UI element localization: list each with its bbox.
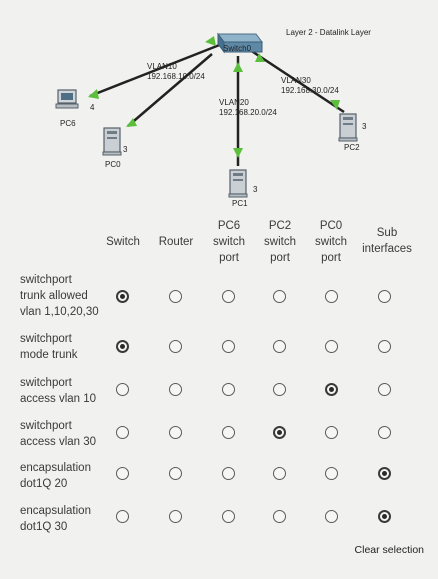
vlan30-subnet: 192.168.30.0/24 [281,86,339,95]
clear-selection-button[interactable]: Clear selection [354,544,424,556]
column-header-switch: Switch [106,236,140,248]
radio-row2-pc6[interactable] [222,340,235,353]
radio-row1-router[interactable] [169,290,182,303]
link-up-indicator [255,53,265,62]
link-up-indicator [233,62,243,72]
pc0-port-label: 3 [123,145,128,154]
link-up-indicator [205,36,216,46]
switch-label: Switch0 [223,44,252,53]
row-label-encapsulation-dot1q-30: encapsulation dot1Q 30 [20,505,91,533]
row-label-access-vlan-10: switchport access vlan 10 [20,377,97,405]
radio-row4-pc0[interactable] [325,426,338,439]
radio-row4-switch[interactable] [116,426,129,439]
pc1-label: PC1 [232,199,248,208]
pc2-computer-icon[interactable] [338,113,358,142]
radio-row4-pc2[interactable] [273,426,286,439]
network-topology-diagram [55,32,358,198]
pc2-port-label: 3 [362,122,367,131]
radio-row3-router[interactable] [169,383,182,396]
row-label-trunk-allowed: switchport trunk allowed vlan 1,10,20,30 [20,274,99,318]
pc6-computer-icon[interactable] [55,89,79,109]
link-up-indicator [233,148,243,158]
link-up-indicator [126,118,137,127]
radio-row2-sub[interactable] [378,340,391,353]
radio-row1-pc0[interactable] [325,290,338,303]
radio-row6-pc2[interactable] [273,510,286,523]
radio-row6-switch[interactable] [116,510,129,523]
column-header-router: Router [158,236,194,248]
pc0-label: PC0 [105,160,121,169]
radio-row6-sub[interactable] [378,510,391,523]
row-label-mode-trunk: switchport mode trunk [20,333,78,361]
vlan10-subnet: 192.168.10.0/24 [147,72,205,81]
switch-icon[interactable] [217,32,263,54]
link-up-indicator [88,89,99,99]
radio-row2-switch[interactable] [116,340,129,353]
radio-row2-pc2[interactable] [273,340,286,353]
radio-row6-pc0[interactable] [325,510,338,523]
radio-row3-switch[interactable] [116,383,129,396]
radio-row1-switch[interactable] [116,290,129,303]
pc2-label: PC2 [344,143,360,152]
radio-row3-sub[interactable] [378,383,391,396]
vlan20-name: VLAN20 [219,98,249,107]
vlan10-name: VLAN10 [147,62,177,71]
link-up-indicator [330,100,340,110]
radio-row1-pc2[interactable] [273,290,286,303]
pc1-computer-icon[interactable] [228,169,248,198]
radio-row1-sub[interactable] [378,290,391,303]
radio-row5-pc6[interactable] [222,467,235,480]
pc0-computer-icon[interactable] [102,127,122,156]
pc6-port-label: 4 [90,103,95,112]
radio-row2-router[interactable] [169,340,182,353]
radio-row1-pc6[interactable] [222,290,235,303]
link-pc0-switch [127,53,213,127]
vlan20-subnet: 192.168.20.0/24 [219,108,277,117]
column-header-sub-interfaces: Sub interfaces [362,227,412,255]
pc6-label: PC6 [60,119,76,128]
vlan30-name: VLAN30 [281,76,311,85]
radio-row4-router[interactable] [169,426,182,439]
radio-row5-sub[interactable] [378,467,391,480]
radio-row3-pc2[interactable] [273,383,286,396]
radio-row5-pc2[interactable] [273,467,286,480]
radio-row4-sub[interactable] [378,426,391,439]
radio-row3-pc6[interactable] [222,383,235,396]
radio-row5-pc0[interactable] [325,467,338,480]
radio-row5-switch[interactable] [116,467,129,480]
radio-row6-pc6[interactable] [222,510,235,523]
link-pc2-switch [249,48,345,114]
column-header-pc6-switch-port: PC6 switch port [213,220,245,264]
radio-row6-router[interactable] [169,510,182,523]
radio-row5-router[interactable] [169,467,182,480]
radio-row4-pc6[interactable] [222,426,235,439]
row-label-access-vlan-30: switchport access vlan 30 [20,420,97,448]
radio-row2-pc0[interactable] [325,340,338,353]
layer-label: Layer 2 - Datalink Layer [286,28,371,37]
pc1-port-label: 3 [253,185,258,194]
column-header-pc0-switch-port: PC0 switch port [315,220,347,264]
link-pc6-switch [89,42,223,98]
column-header-pc2-switch-port: PC2 switch port [264,220,296,264]
radio-row3-pc0[interactable] [325,383,338,396]
row-label-encapsulation-dot1q-20: encapsulation dot1Q 20 [20,462,91,490]
